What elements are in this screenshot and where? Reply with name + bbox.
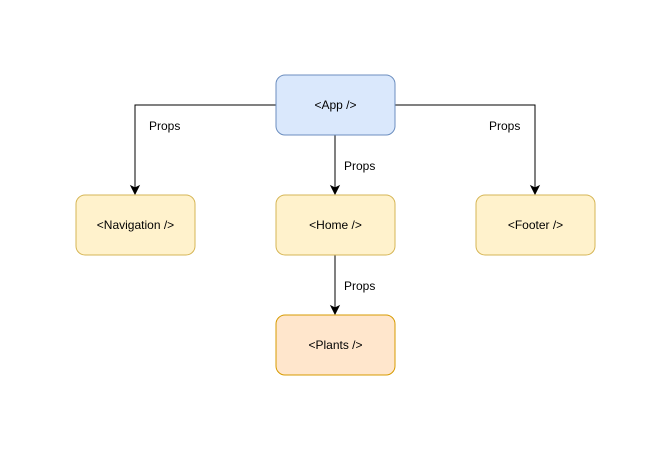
edge-app-to-home-label: Props <box>344 159 375 173</box>
edge-app-to-navigation-label: Props <box>149 119 180 133</box>
node-footer[interactable]: <Footer /> <box>475 194 596 256</box>
edge-home-to-plants-arrowhead <box>329 304 341 316</box>
node-app-box <box>275 74 396 136</box>
node-plants[interactable]: <Plants /> <box>275 314 396 376</box>
node-app-label: <App /> <box>314 98 356 112</box>
node-home-label: <Home /> <box>309 218 362 232</box>
edge-app-to-navigation-arrowhead <box>129 184 141 196</box>
node-home[interactable]: <Home /> <box>275 194 396 256</box>
edge-app-to-footer-label: Props <box>489 119 520 133</box>
edge-app-to-footer-arrowhead <box>529 184 541 196</box>
node-app[interactable]: <App /> <box>275 74 396 136</box>
edge-home-to-plants: Props <box>329 255 375 316</box>
edge-app-to-footer-line <box>395 104 536 188</box>
edge-app-to-home-arrowhead <box>329 184 341 196</box>
node-plants-label: <Plants /> <box>308 338 362 352</box>
node-home-box <box>275 194 396 256</box>
node-navigation[interactable]: <Navigation /> <box>75 194 196 256</box>
node-plants-box <box>275 314 396 376</box>
edge-app-to-home: Props <box>329 135 375 196</box>
edge-home-to-plants-label: Props <box>344 279 375 293</box>
node-navigation-label: <Navigation /> <box>97 218 174 232</box>
node-footer-label: <Footer /> <box>508 218 563 232</box>
edge-app-to-navigation-line <box>134 104 276 188</box>
edge-app-to-navigation: Props <box>129 104 276 196</box>
node-footer-box <box>475 194 596 256</box>
edge-app-to-footer: Props <box>395 104 541 196</box>
node-navigation-box <box>75 194 196 256</box>
